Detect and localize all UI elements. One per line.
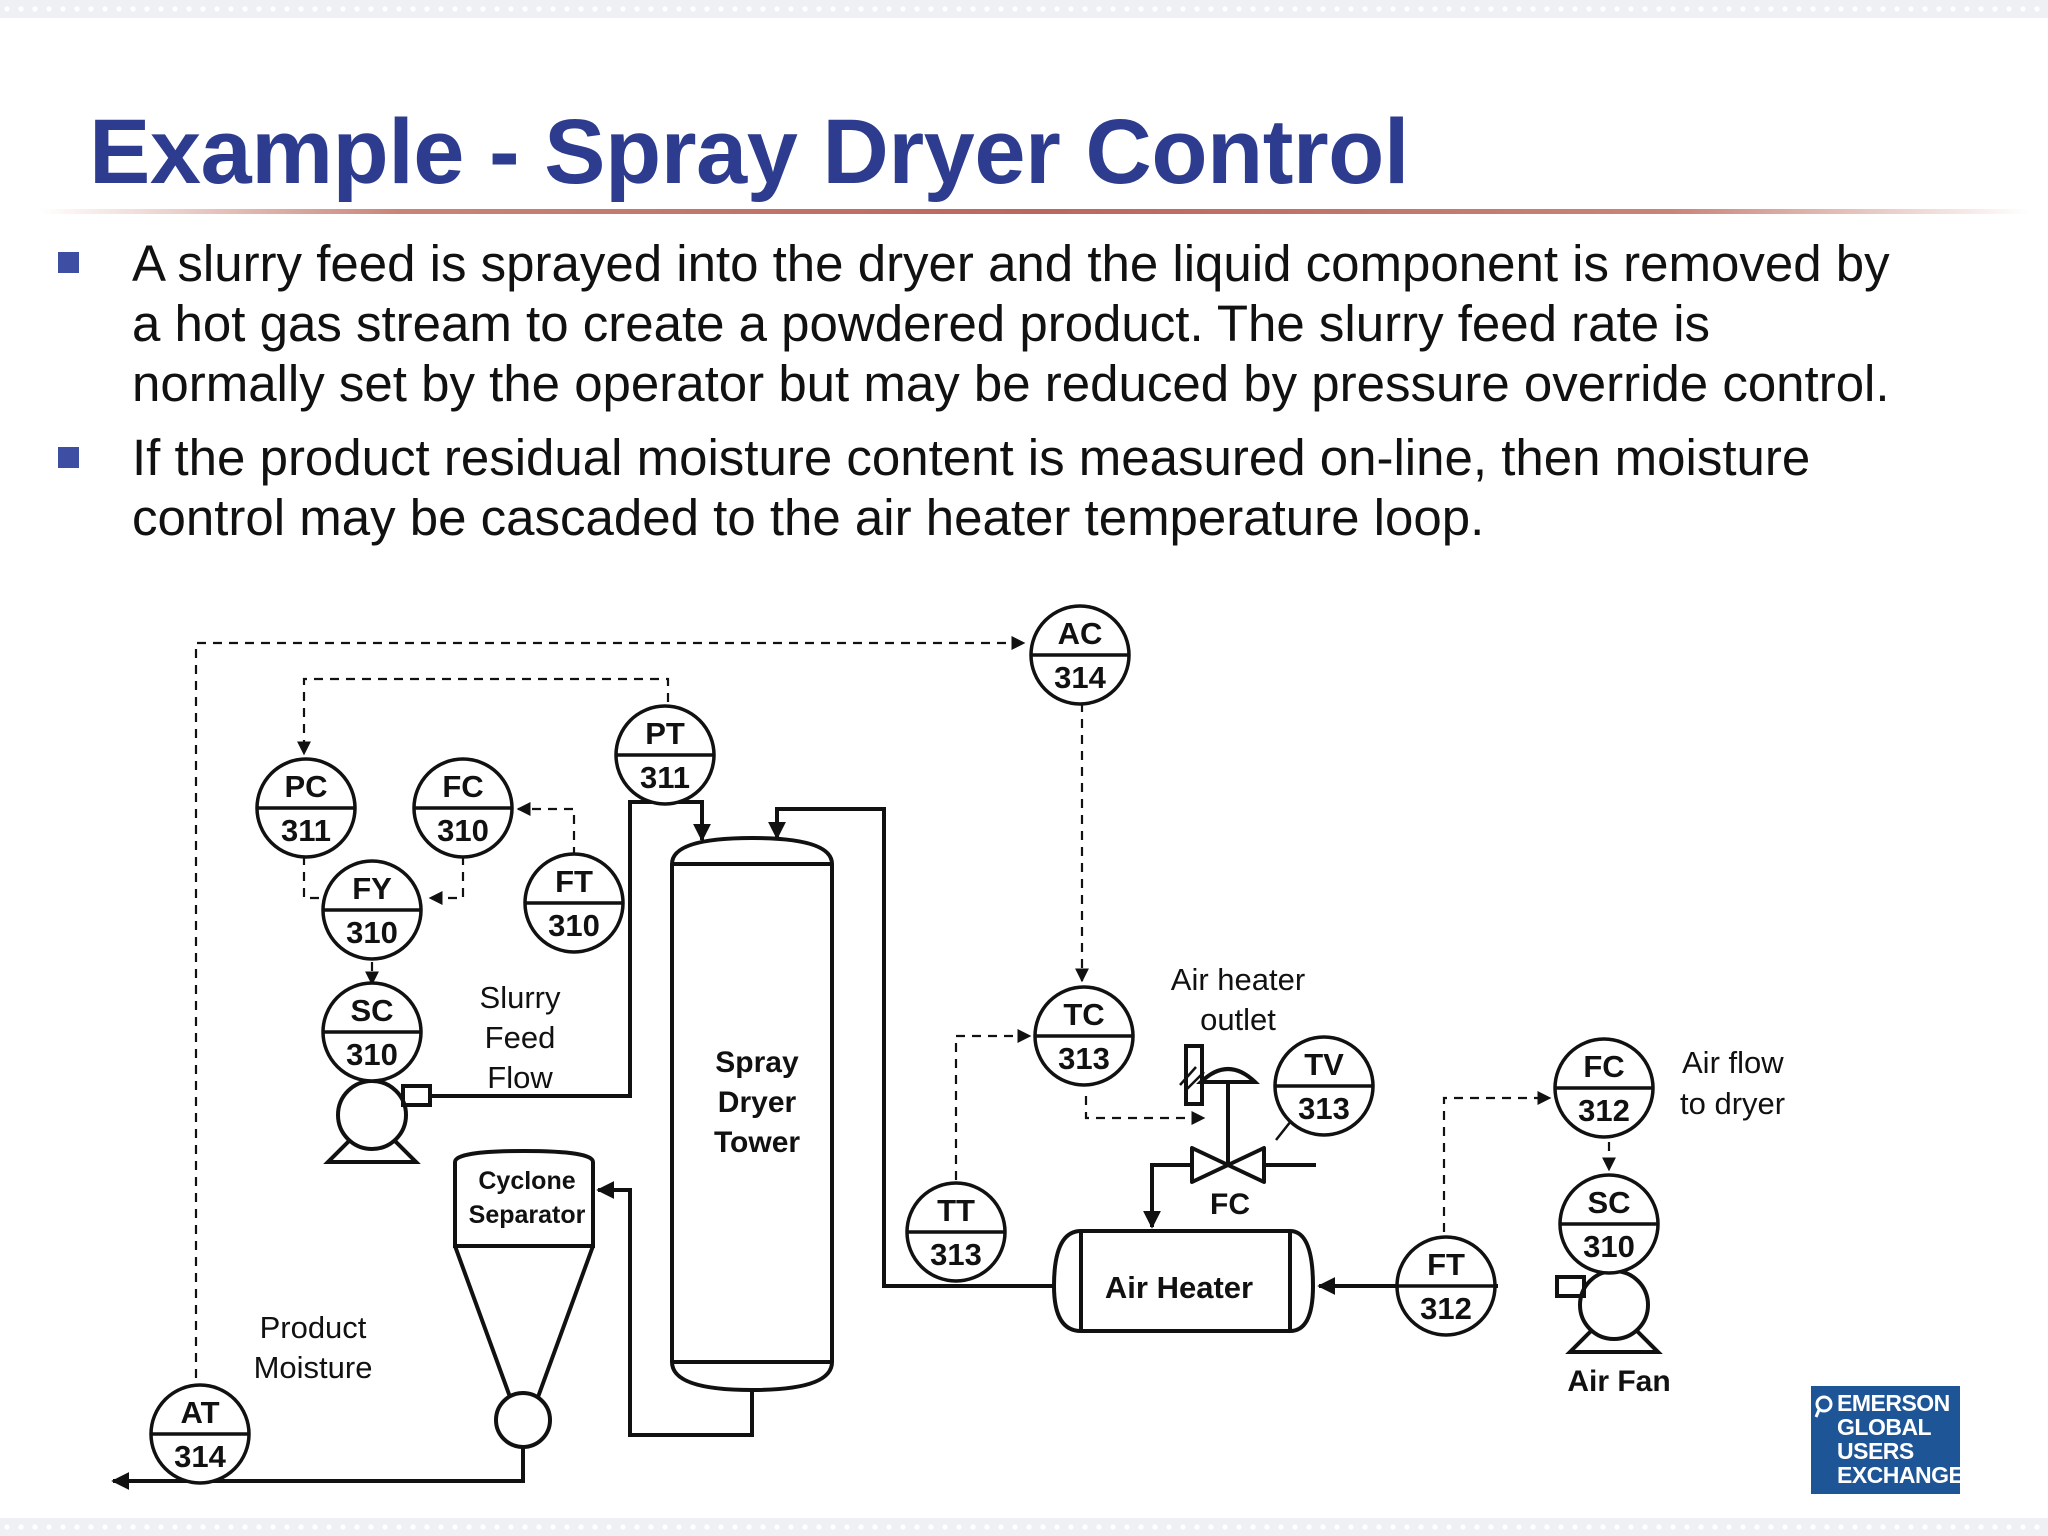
signal-at314-to-ac314 [194,636,1026,1410]
bullet-1-line-3: normally set by the operator but may be … [132,355,1890,412]
bullet-marker-2 [58,447,79,468]
bullet-marker-1 [58,252,79,273]
instrument-number: 314 [174,1439,226,1474]
signal-pt311-to-pc311 [297,677,670,756]
cyclone-separator [453,1148,595,1449]
instrument-tag: AT [180,1395,219,1430]
cyclone-label-2: Separator [469,1201,586,1229]
instrument-number: 313 [1298,1091,1350,1126]
signal-ft310-to-fc310 [516,802,576,856]
instrument-number: 310 [346,1037,398,1072]
bottom-dot-border [0,1518,2048,1536]
instrument-number: 310 [346,915,398,950]
instrument-sc310: SC 310 [1558,1173,1660,1275]
instrument-at314: AT 314 [149,1383,251,1485]
instrument-number: 310 [437,813,489,848]
instrument-tag: FT [1427,1247,1465,1282]
instrument-number: 313 [1058,1041,1110,1076]
pipe-slurry-feed [430,800,711,1098]
bullet-2-line-2: control may be cascaded to the air heate… [132,489,1485,546]
instrument-number: 314 [1054,660,1106,695]
instrument-ft312: FT 312 [1395,1235,1497,1337]
logo-line-4: EXCHANGE [1837,1462,1964,1488]
air-heater [1051,1229,1316,1333]
instrument-tag: TV [1304,1047,1344,1082]
air-flow-label-1: Air flow [1682,1045,1784,1080]
bullet-1-line-2: a hot gas stream to create a powdered pr… [132,295,1711,352]
instrument-pt311: PT 311 [614,704,716,806]
air-fan-label: Air Fan [1567,1365,1670,1398]
instrument-fy310: FY 310 [321,859,423,961]
instrument-tv313: TV 313 [1273,1035,1375,1137]
title-underline [40,209,2030,214]
pipe-dryer-to-cyclone [596,1181,754,1437]
heater-outlet-label-1: Air heater [1171,962,1305,997]
signal-tc313-to-tv313 [1084,1096,1206,1125]
instrument-fc310: FC 310 [412,757,514,859]
pipe-hot-air-to-dryer [768,807,1054,1288]
instrument-number: 310 [548,908,600,943]
spray-dryer-tower [670,835,834,1393]
product-moisture-label-2: Moisture [254,1350,373,1385]
instrument-tag: FY [352,871,392,906]
instrument-tag: TC [1063,997,1104,1032]
instrument-pc311: PC 311 [255,757,357,859]
instrument-number: 311 [640,760,690,795]
signal-tt313-to-tc313 [954,1029,1032,1180]
dryer-label-1: Spray [715,1046,799,1079]
instrument-tag: FC [442,769,483,804]
bullet-2-line-1: If the product residual moisture content… [132,429,1811,486]
instrument-bubbles: AC314PT311PC311FC310FT310FY310SC310TC313… [149,604,1660,1485]
control-valve-tv313 [1179,1044,1316,1184]
instrument-number: 312 [1578,1093,1630,1128]
instrument-tag: PT [645,716,685,751]
instrument-ac314: AC 314 [1029,604,1131,706]
instrument-number: 311 [281,813,331,848]
instrument-tag: FT [555,864,593,899]
dryer-label-3: Tower [714,1126,800,1159]
instrument-sc310: SC 310 [321,981,423,1083]
pipe-product-out [111,1446,525,1490]
instrument-tt313: TT 313 [905,1181,1007,1283]
signal-ft312-to-fc312 [1442,1091,1552,1232]
instrument-tag: SC [1587,1185,1630,1220]
air-flow-label-2: to dryer [1680,1086,1785,1121]
instrument-number: 312 [1420,1291,1472,1326]
instrument-tag: SC [350,993,393,1028]
heater-outlet-label-2: outlet [1200,1002,1276,1037]
cyclone-label-1: Cyclone [478,1167,575,1195]
pipe-valve-to-heater [1143,1163,1192,1229]
instrument-tag: FC [1583,1049,1624,1084]
bullet-1: A slurry feed is sprayed into the dryer … [132,234,2012,414]
dryer-label-2: Dryer [718,1086,797,1119]
slide-title: Example - Spray Dryer Control [89,101,1409,203]
bullet-2: If the product residual moisture content… [132,428,2012,548]
instrument-tag: AC [1058,616,1103,651]
signal-fc310-to-fy310 [428,856,465,905]
slurry-label-3: Flow [487,1060,553,1095]
instrument-number: 310 [1583,1229,1635,1264]
product-moisture-label-1: Product [260,1310,367,1345]
emerson-logo: EMERSON GLOBAL USERS EXCHANGE [1811,1386,1964,1494]
valve-fail-close-label: FC [1210,1188,1250,1221]
logo-line-2: GLOBAL [1837,1414,1932,1440]
logo-line-1: EMERSON [1837,1390,1950,1416]
bullet-1-line-1: A slurry feed is sprayed into the dryer … [132,235,1890,292]
air-heater-label: Air Heater [1105,1270,1253,1305]
instrument-tag: TT [937,1193,975,1228]
emerson-emblem-icon [1814,1395,1833,1418]
slurry-label-2: Feed [485,1020,556,1055]
instrument-fc312: FC 312 [1553,1037,1655,1139]
instrument-ft310: FT 310 [523,852,625,954]
instrument-tag: PC [284,769,327,804]
instrument-tc313: TC 313 [1033,985,1135,1087]
instrument-number: 313 [930,1237,982,1272]
slurry-label-1: Slurry [480,980,561,1015]
logo-line-3: USERS [1837,1438,1914,1464]
top-dot-border [0,0,2048,18]
